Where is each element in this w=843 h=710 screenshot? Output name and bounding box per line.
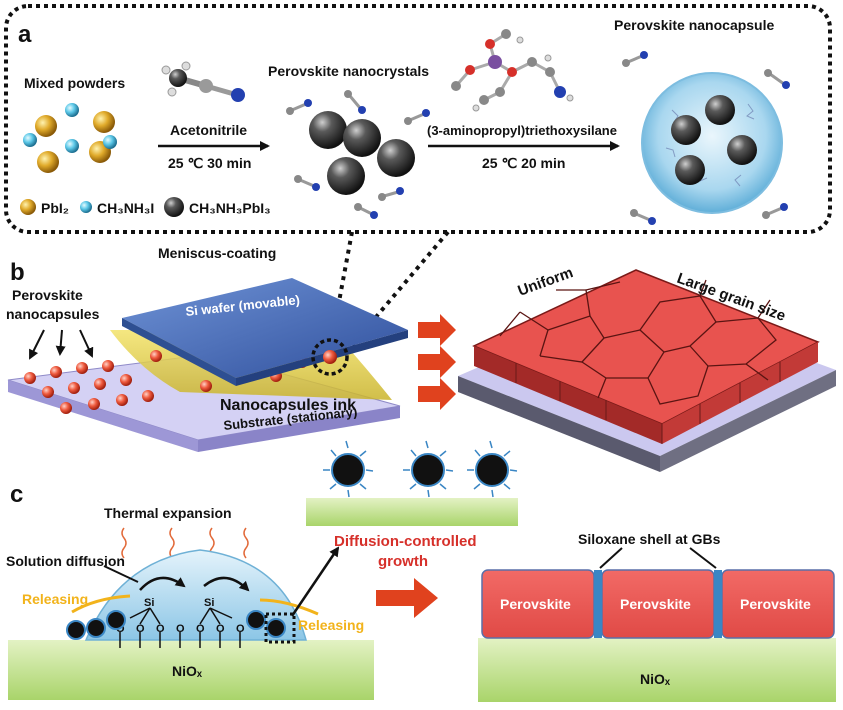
diffusion-arrow — [203, 576, 250, 592]
aptes-molecule — [451, 29, 574, 112]
diffusion-controlled-label: Diffusion-controlled — [334, 533, 477, 550]
perovskite-label-3: Perovskite — [740, 596, 811, 612]
panel-a: a Mixed powders Acetonitrile 25 ℃ — [4, 4, 832, 234]
red-arrow — [418, 314, 456, 346]
solution-diffusion-pointer — [103, 565, 139, 583]
mai-particle — [65, 139, 79, 153]
releasing-right-label: Releasing — [298, 617, 364, 633]
legend-mai-label: CH₃NH₃I — [97, 200, 154, 216]
pbi2-particle — [37, 151, 59, 173]
siloxane-pointer-2 — [689, 547, 717, 569]
uniform-label: Uniform — [516, 264, 576, 300]
siloxane-bonds — [119, 607, 241, 648]
legend-mai-swatch — [80, 201, 92, 213]
siloxane-shell-gb-2 — [714, 570, 722, 638]
nanocapsule-label: Perovskite nanocapsule — [614, 17, 775, 33]
legend-mapbi3-swatch — [164, 197, 184, 217]
red-arrow — [418, 378, 456, 410]
si-label-2: Si — [204, 597, 214, 609]
meniscus-coating-label: Meniscus-coating — [158, 245, 276, 261]
substrate-side-right — [198, 406, 400, 452]
nio-layer-right — [478, 638, 836, 702]
mai-particle — [23, 133, 37, 147]
acetonitrile-molecule — [161, 61, 245, 102]
side-grain-lines — [515, 362, 781, 424]
ink-label: Nanocapsules ink — [220, 397, 356, 414]
si-wafer — [122, 278, 408, 378]
o-label: O — [156, 623, 165, 635]
zoom-circle — [311, 338, 349, 376]
o-label: O — [216, 623, 225, 635]
nio-left-label: NiOₓ — [172, 663, 203, 679]
film-side-left — [474, 346, 662, 444]
legend-mapbi3-label: CH₃NH₃PbI₃ — [189, 200, 271, 216]
nio-right-label: NiOₓ — [640, 671, 671, 687]
red-arrow — [418, 346, 456, 378]
legend-pbi2-swatch — [20, 199, 36, 215]
panel-c: c Thermal expansion NiOₓ Si Si O — [6, 440, 836, 702]
inset-arrow — [290, 546, 340, 617]
si-label-1: Si — [144, 597, 154, 609]
mixed-powders-label: Mixed powders — [24, 75, 125, 91]
mai-particle — [103, 135, 117, 149]
panel-b: b Meniscus-coating Perovskite nanocapsu — [6, 245, 836, 472]
mixed-powders-group — [23, 103, 117, 173]
releasing-arrow-left — [71, 594, 131, 614]
growth-arrow — [376, 578, 438, 618]
growth-label: growth — [378, 553, 428, 570]
condition-1-label: 25 ℃ 30 min — [168, 155, 251, 171]
perovskite-label-1: Perovskite — [500, 596, 571, 612]
pbi2-particle — [35, 115, 57, 137]
panel-a-dashed-frame — [4, 4, 832, 234]
highlighted-nanocapsule — [323, 350, 337, 364]
siloxane-pointer-1 — [599, 547, 623, 569]
aptes-label: (3-aminopropyl)triethoxysilane — [427, 123, 617, 138]
nanocapsules-label-line1: Perovskite — [12, 287, 83, 303]
nio-layer-left — [8, 640, 374, 700]
mai-particle — [65, 103, 79, 117]
film-substrate-side-right — [660, 370, 836, 472]
pointer-arrow — [55, 329, 66, 356]
o-label: O — [176, 623, 185, 635]
acetonitrile-label: Acetonitrile — [170, 122, 247, 138]
perovskite-label-2: Perovskite — [620, 596, 691, 612]
grain-boundaries — [499, 279, 777, 405]
zoom-box — [264, 612, 296, 644]
o-label: O — [236, 623, 245, 635]
pointer-arrow — [79, 329, 94, 358]
panel-a-letter: a — [18, 21, 32, 48]
solution-diffusion-label: Solution diffusion — [6, 553, 125, 569]
panel-c-letter: c — [10, 481, 23, 508]
process-arrows — [418, 314, 456, 410]
condition-2-label: 25 ℃ 20 min — [482, 155, 565, 171]
nanocapsules-label-line2: nanocapsules — [6, 306, 100, 322]
film-substrate-side-left — [458, 376, 660, 472]
perovskite-nanocrystals-group — [286, 90, 430, 219]
nanocrystals-label: Perovskite nanocrystals — [268, 63, 429, 79]
pointer-arrow — [29, 329, 45, 360]
releasing-left-label: Releasing — [22, 591, 88, 607]
substrate-side-left — [8, 380, 198, 452]
capped-particles-inset — [306, 440, 518, 526]
perovskite-nanocapsule-illustration — [622, 51, 790, 225]
inset-nio-layer — [306, 498, 518, 526]
panel-a-legend: PbI₂ CH₃NH₃I CH₃NH₃PbI₃ — [20, 197, 271, 217]
o-label: O — [136, 623, 145, 635]
perovskite-film — [458, 269, 836, 472]
o-label: O — [196, 623, 205, 635]
pbi2-particle — [93, 111, 115, 133]
si-wafer-edge — [236, 330, 408, 386]
legend-pbi2-label: PbI₂ — [41, 200, 69, 216]
siloxane-shell-label: Siloxane shell at GBs — [578, 531, 721, 547]
released-nanocrystals — [66, 610, 286, 640]
o-label: O — [116, 623, 125, 635]
thermal-expansion-label: Thermal expansion — [104, 505, 232, 521]
siloxane-shell-gb-1 — [594, 570, 602, 638]
si-wafer-edge-left — [122, 318, 236, 386]
diffusion-arrow — [139, 576, 186, 591]
panel-b-letter: b — [10, 259, 25, 286]
oxygen-atoms: O O O O O O O — [116, 623, 245, 635]
releasing-arrow-right — [259, 598, 319, 616]
